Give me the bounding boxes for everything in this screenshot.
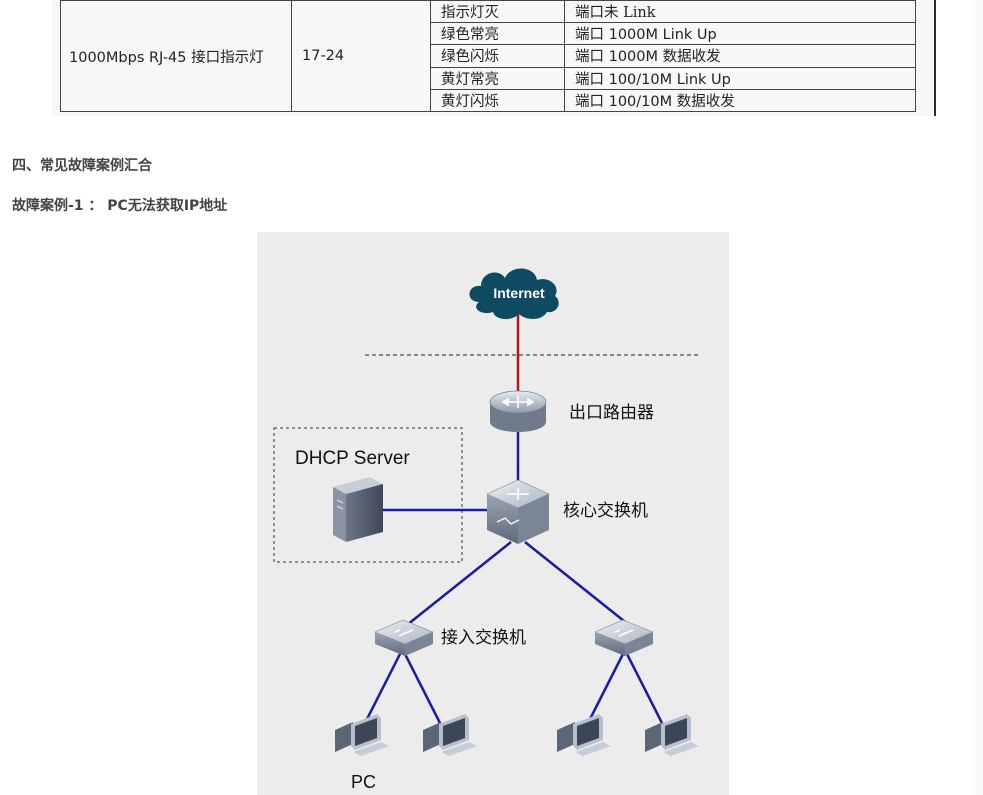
led-table-container: 1000Mbps RJ-45 接口指示灯 17-24 指示灯灭 端口未 Link…	[52, 0, 936, 116]
led-meaning-cell: 端口 100/10M Link Up	[564, 66, 916, 90]
pc-icon	[557, 714, 611, 756]
led-meaning-text: 端口未 Link	[575, 5, 656, 22]
access-pc-link	[403, 653, 444, 728]
led-meaning-text: 端口 100/10M Link Up	[575, 71, 731, 88]
led-meaning-cell: 端口 100/10M 数据收发	[564, 88, 916, 113]
led-state-cell: 黄灯常亮	[430, 66, 565, 90]
access-switch-icon	[374, 619, 434, 656]
access-switch-label: 接入交换机	[441, 628, 526, 648]
led-state-cell: 绿色常亮	[430, 22, 565, 46]
led-indicator-table: 1000Mbps RJ-45 接口指示灯 17-24 指示灯灭 端口未 Link…	[60, 0, 916, 113]
table-row: 绿色闪烁 端口 1000M 数据收发	[61, 44, 916, 68]
access-pc-link	[584, 653, 625, 728]
dhcp-zone-box	[273, 427, 463, 563]
led-meaning-cell: 端口 1000M 数据收发	[564, 44, 916, 68]
access-switch-icon	[594, 619, 654, 656]
led-meaning-cell: 端口未 Link	[564, 0, 916, 24]
led-state-cell: 黄灯闪烁	[430, 88, 565, 113]
case-title: 故障案例-1 ： PC无法获取IP地址	[12, 198, 228, 214]
led-meaning-cell: 端口 1000M Link Up	[564, 22, 916, 46]
internet-label: Internet	[493, 285, 545, 301]
led-meaning-text: 端口 1000M 数据收发	[575, 49, 721, 66]
topology-svg: Internet 出口路由器 DHCP Server	[273, 268, 699, 792]
table-row: 黄灯闪烁 端口 100/10M 数据收发	[61, 88, 916, 113]
pc-icon	[423, 714, 477, 756]
router-icon	[489, 390, 547, 432]
server-icon	[333, 477, 383, 542]
core-switch-icon	[486, 479, 550, 544]
port-range-cell: 17-24	[291, 0, 431, 112]
port-type-cell: 1000Mbps RJ-45 接口指示灯	[60, 0, 292, 112]
scrollbar[interactable]	[975, 0, 983, 795]
led-meaning-text: 端口 100/10M 数据收发	[575, 93, 735, 110]
access-pc-link	[625, 653, 666, 728]
led-meaning-text: 端口 1000M Link Up	[575, 27, 717, 44]
pc-label: PC	[351, 772, 376, 792]
led-state-cell: 绿色闪烁	[430, 44, 565, 68]
led-state-cell: 指示灯灭	[430, 0, 565, 24]
core-access-right-link	[524, 541, 630, 626]
access-pc-link	[361, 653, 402, 728]
pc-icon	[335, 714, 389, 756]
table-row: 1000Mbps RJ-45 接口指示灯 17-24 指示灯灭 端口未 Link	[60, 0, 916, 112]
cloud-icon: Internet	[469, 268, 559, 320]
core-access-left-link	[406, 541, 512, 626]
dhcp-label: DHCP Server	[295, 448, 410, 469]
section-title: 四、常见故障案例汇合	[12, 158, 152, 174]
router-label: 出口路由器	[569, 403, 654, 423]
core-switch-label: 核心交换机	[563, 501, 648, 521]
network-topology-diagram: Internet 出口路由器 DHCP Server	[257, 232, 729, 795]
table-row: 黄灯常亮 端口 100/10M Link Up	[61, 66, 916, 90]
pc-icon	[645, 714, 699, 756]
